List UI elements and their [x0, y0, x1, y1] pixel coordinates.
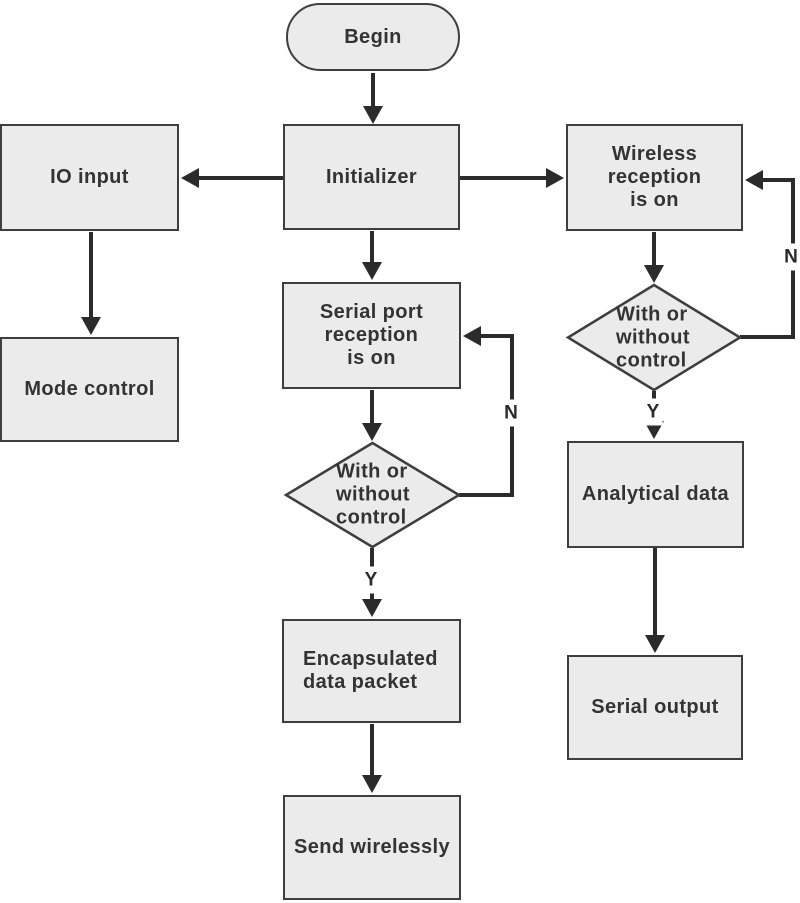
edge-label-wireless-decision-yes: Y [643, 398, 663, 426]
edge-initializer-to-wireless-reception [460, 168, 564, 188]
node-initializer: Initializer [283, 124, 460, 230]
node-serial-reception: Serial port reception is on [282, 282, 461, 389]
edge-initializer-to-serial-reception [362, 231, 382, 280]
node-mode-control-label: Mode control [24, 378, 155, 400]
node-wireless-reception: Wireless reception is on [566, 124, 743, 231]
node-initializer-label: Initializer [325, 165, 418, 188]
node-begin-label: Begin [344, 25, 402, 48]
edge-analytical-data-to-serial-output [645, 548, 665, 653]
node-analytical-data-label: Analytical data [581, 483, 730, 505]
node-send-wirelessly: Send wirelessly [283, 795, 461, 900]
serial-decision-diamond-shape [283, 441, 462, 549]
edge-initializer-to-io-input [181, 168, 283, 188]
node-serial-decision-label: With or without control [336, 460, 410, 529]
node-serial-output: Serial output [567, 655, 743, 760]
node-encapsulated-label: Encapsulated data packet [303, 648, 438, 693]
node-send-wirelessly-label: Send wirelessly [293, 836, 451, 858]
node-io-input: IO input [0, 124, 179, 231]
edge-label-serial-decision-no: N [501, 399, 521, 427]
wireless-decision-diamond-shape [565, 283, 743, 392]
edge-io-input-to-mode-control [81, 232, 101, 335]
node-wireless-decision-label: With or without control [616, 303, 690, 372]
node-wireless-reception-label: Wireless reception is on [607, 143, 702, 211]
node-serial-output-label: Serial output [591, 696, 719, 718]
edge-encapsulated-to-send-wirelessly [362, 724, 382, 793]
edge-serial-reception-to-serial-decision [362, 390, 382, 441]
node-analytical-data: Analytical data [567, 441, 744, 548]
edge-label-wireless-decision-no: N [781, 243, 800, 271]
edge-wireless-reception-to-wireless-decision [644, 232, 664, 283]
node-encapsulated: Encapsulated data packet [282, 619, 461, 723]
edge-begin-to-initializer [363, 73, 383, 124]
node-begin: Begin [286, 3, 460, 71]
node-mode-control: Mode control [0, 337, 179, 442]
node-serial-reception-label: Serial port reception is on [319, 301, 424, 369]
node-io-input-label: IO input [50, 166, 129, 188]
edge-label-serial-decision-yes: Y [361, 566, 381, 594]
